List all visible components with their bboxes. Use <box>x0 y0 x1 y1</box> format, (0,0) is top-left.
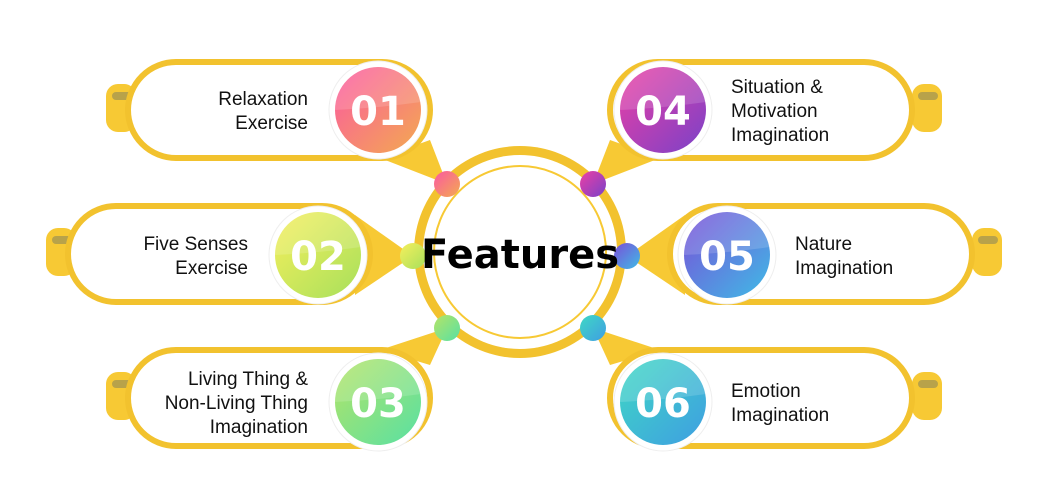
connector-pointer <box>380 140 447 184</box>
number-badge <box>335 67 421 153</box>
tab-slot <box>918 92 938 100</box>
number-badge <box>275 212 361 298</box>
feature-label-line: Emotion <box>731 381 801 402</box>
tab-slot <box>918 380 938 388</box>
feature-label-line: Five Senses <box>143 234 248 255</box>
connector-dot <box>580 171 606 197</box>
feature-label-line: Living Thing & <box>188 369 308 390</box>
number-label: 02 <box>290 234 346 280</box>
center-hub: Features <box>400 146 640 358</box>
feature-label-line: Non-Living Thing <box>165 393 308 414</box>
connector-dot <box>434 315 460 341</box>
connector-pointer <box>593 328 660 365</box>
connector-dot <box>580 315 606 341</box>
feature-label-line: Relaxation <box>218 89 308 110</box>
tab-handle <box>912 84 942 132</box>
connector-dot <box>434 171 460 197</box>
number-label: 05 <box>699 234 755 280</box>
connector-pointer <box>380 328 447 365</box>
feature-label-line: Imagination <box>731 405 829 426</box>
number-label: 06 <box>635 381 691 427</box>
feature-label-line: Exercise <box>235 113 308 134</box>
number-label: 04 <box>635 89 691 135</box>
number-label: 03 <box>350 381 406 427</box>
feature-label-line: Situation & <box>731 77 823 98</box>
number-badge <box>684 212 770 298</box>
feature-label-line: Imagination <box>210 417 308 438</box>
connector-dot <box>614 243 640 269</box>
number-badge <box>620 359 706 445</box>
number-badge <box>335 359 421 445</box>
tab-handle <box>912 372 942 420</box>
connector-dot <box>400 243 426 269</box>
feature-label-line: Nature <box>795 234 852 255</box>
feature-label-line: Motivation <box>731 101 818 122</box>
connector-pointer <box>593 140 660 184</box>
center-title: Features <box>421 232 619 278</box>
number-badge <box>620 67 706 153</box>
number-label: 01 <box>350 89 406 135</box>
feature-label-line: Imagination <box>795 258 893 279</box>
tab-handle <box>972 228 1002 276</box>
tab-slot <box>978 236 998 244</box>
feature-label-line: Imagination <box>731 125 829 146</box>
feature-label-line: Exercise <box>175 258 248 279</box>
